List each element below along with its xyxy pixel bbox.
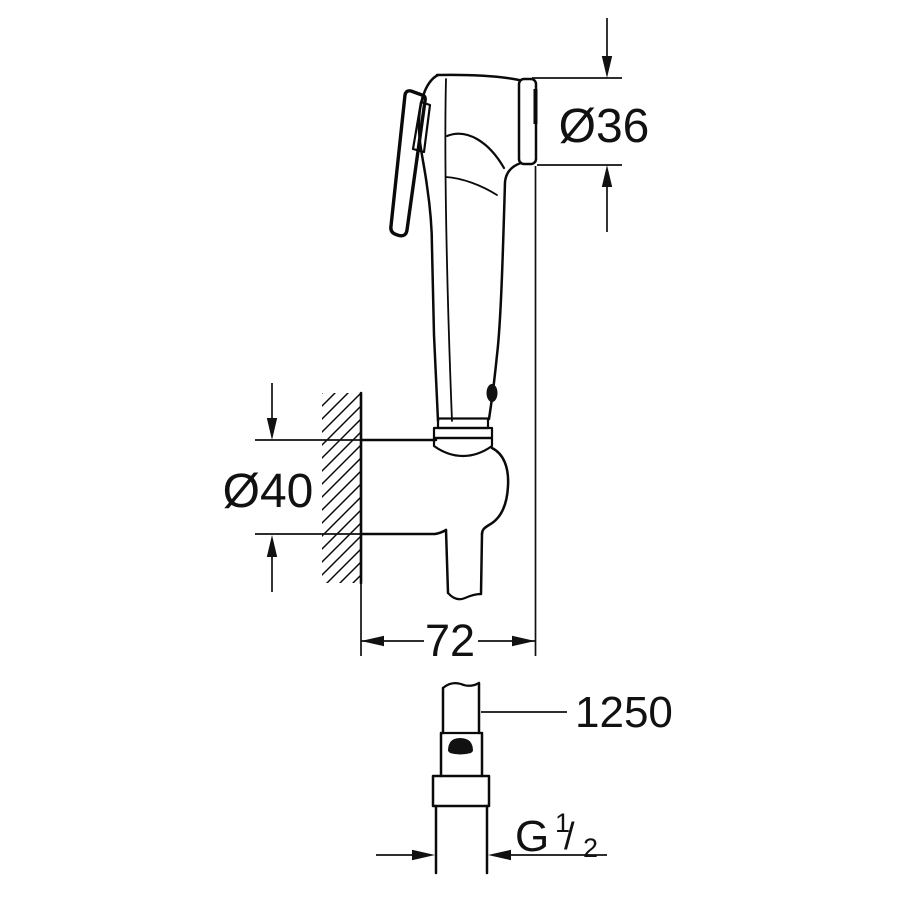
dimension-holder-depth: 72 [360, 166, 537, 666]
holder-bottom-edge [359, 528, 448, 536]
handle-side-mark [486, 384, 498, 402]
dim-head-diameter-label: Ø36 [559, 100, 650, 153]
head-left-outline [417, 73, 440, 423]
arrowhead-left-icon [361, 635, 384, 647]
hose-break-edge-lower [441, 681, 481, 690]
thread-letter-label: G [515, 812, 549, 861]
dimension-holder-diameter: Ø40 [223, 383, 360, 592]
arrowhead-down-icon [601, 56, 613, 78]
hose-left-edge [444, 528, 450, 595]
dimension-thread-size: G 1 / 2 [376, 808, 607, 863]
dimension-head-diameter: Ø36 [532, 18, 649, 232]
dim-holder-depth-label: 72 [425, 615, 475, 666]
handle-inner-contour [444, 78, 453, 422]
hose-right-edge [479, 532, 484, 596]
coupling-nut-band [432, 426, 494, 440]
shower-hose-upper [444, 528, 484, 601]
head-transition-arc-upper [445, 132, 506, 170]
shower-hose-lower [431, 681, 491, 875]
dimension-hose-length: 1250 [481, 688, 673, 737]
trigger-lever [389, 89, 427, 238]
knurled-nut-upper [432, 436, 494, 458]
thread-end-tube [434, 804, 489, 875]
trigger-bracket [411, 100, 432, 154]
arrowhead-down-icon [266, 418, 278, 440]
hose-connector-sides [439, 731, 484, 778]
hand-shower [389, 73, 538, 458]
hose-lower-tube-sides [441, 681, 481, 735]
arrowhead-up-icon [266, 535, 278, 557]
arrowhead-right-icon [412, 849, 435, 861]
handle-flange [436, 417, 490, 430]
wall-hatching [322, 393, 361, 583]
dim-holder-diameter-label: Ø40 [223, 465, 314, 518]
knurled-nut-lower [431, 774, 491, 808]
thread-numerator-label: 1 [555, 808, 570, 838]
thread-slash-label: / [564, 816, 575, 858]
arrowhead-left-icon [488, 849, 511, 861]
handle-right-outline [487, 161, 523, 421]
spray-face-plate [517, 77, 538, 166]
head-top-edge [435, 73, 521, 82]
thread-denominator-label: 2 [583, 833, 598, 863]
dim-hose-length-label: 1250 [575, 688, 673, 737]
arrowhead-up-icon [601, 165, 613, 187]
holder-dome-end [480, 446, 510, 536]
hose-break-edge-upper [446, 591, 483, 601]
head-transition-arc-lower [445, 176, 498, 196]
arrowhead-right-icon [512, 635, 535, 647]
wall-holder [359, 438, 510, 536]
hose-connector-mark [448, 738, 473, 755]
wall-section [322, 391, 363, 585]
